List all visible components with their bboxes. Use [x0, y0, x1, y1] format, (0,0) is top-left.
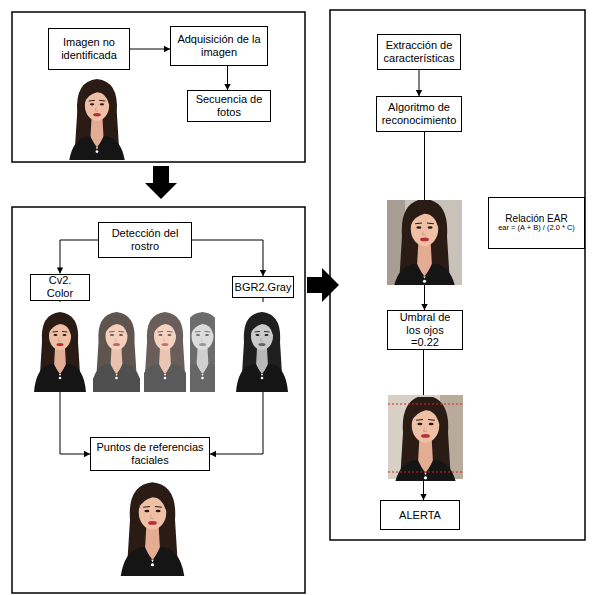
arrow-head — [210, 451, 216, 457]
process-box: Relación EARear = (A + B) / (2.0 * C) — [488, 197, 585, 249]
photo — [393, 395, 458, 495]
threshold-line — [388, 403, 463, 404]
flow-arrow — [416, 70, 422, 96]
box-label: Algoritmo de reconocimiento — [381, 101, 457, 126]
block-arrow — [307, 268, 339, 302]
process-box: Secuencia de fotos — [187, 90, 271, 122]
process-box: Imagen no identificada — [48, 28, 130, 70]
connector-line — [192, 240, 263, 276]
box-label: Extracción de características — [382, 39, 456, 64]
box-label: Detección del rostro — [103, 227, 187, 252]
process-box: Umbral de los ojos =0.22 — [387, 310, 463, 350]
box-label: Secuencia de fotos — [192, 93, 266, 118]
connector-line — [60, 240, 98, 274]
threshold-line — [388, 471, 463, 472]
box-label: Umbral de los ojos =0.22 — [392, 311, 458, 349]
photo — [91, 312, 143, 392]
panel-frame — [330, 10, 585, 540]
photo — [392, 199, 457, 299]
box-label: Puntos de referencias faciales — [95, 441, 205, 466]
process-box: Adquisición de la imagen — [170, 26, 268, 66]
box-label: Imagen no identificada — [53, 36, 125, 61]
photo — [139, 312, 191, 392]
flow-arrow — [192, 240, 266, 276]
photo — [177, 312, 229, 392]
block-arrow — [145, 166, 177, 199]
panel-frame — [12, 12, 305, 162]
process-box: Puntos de referencias faciales — [90, 437, 210, 471]
process-box: Detección del rostro — [98, 222, 192, 258]
box-label: BGR2.Gray — [235, 281, 292, 294]
process-box: ALERTA — [380, 500, 460, 530]
process-box: Algoritmo de reconocimiento — [376, 96, 462, 132]
flow-arrow — [224, 66, 230, 90]
formula-text: ear = (A + B) / (2.0 * C) — [498, 224, 575, 233]
photo — [34, 312, 86, 392]
flow-arrow — [130, 46, 170, 52]
box-label: ALERTA — [399, 509, 441, 522]
photo — [68, 79, 125, 167]
photo — [232, 302, 292, 392]
panel-frame — [12, 207, 305, 593]
process-box: Extracción de características — [377, 34, 461, 70]
box-label: Cv2. Color — [35, 274, 85, 299]
photo — [30, 302, 90, 392]
process-box: Cv2. Color — [30, 274, 90, 301]
process-box: BGR2.Gray — [232, 276, 294, 298]
box-label: Relación EAR — [505, 213, 567, 225]
photo — [236, 312, 288, 392]
box-label: Adquisición de la imagen — [175, 33, 263, 58]
photo — [120, 482, 185, 582]
flow-arrow — [57, 240, 98, 274]
